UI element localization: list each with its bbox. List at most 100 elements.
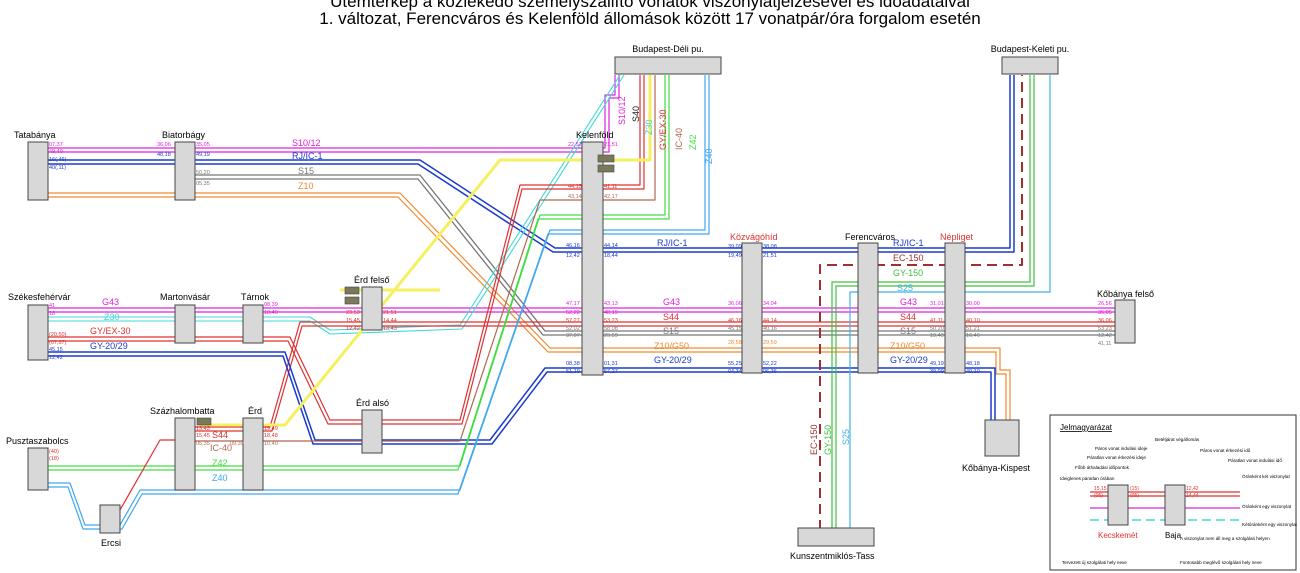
chip-1 [597,154,615,163]
station-box-biatorbagy[interactable] [174,141,196,201]
tracks [48,74,1120,530]
time-erdf-a: 23,53 [346,310,360,316]
time-szf-f: 12,42 [49,355,63,361]
station-box-kelenfold[interactable] [581,141,604,376]
time-koz-j: 40,16 [763,326,777,332]
station-box-szazhalombatta[interactable] [174,417,196,491]
time-kob-c: 36,06 [1098,318,1112,324]
time-kel-j: 18,44 [604,253,618,259]
label-ec150: EC-150 [893,253,924,263]
title-line-2: 1. változat, Ferencváros és Kelenföld ál… [319,9,981,28]
time-bia-b: 35,05 [196,142,210,148]
station-name-keleti: Budapest-Keleti pu. [991,44,1070,54]
chip-3 [344,286,360,295]
legend-l11: A viszonylat nem áll meg a szolgálati he… [1180,536,1270,541]
time-kel-v: 01,31 [604,361,618,367]
time-kel-n: 48,19 [604,310,618,316]
legend-times: 15,15 (15) (05) (05) 12,42 14,44 [1094,486,1199,499]
time-erd-a: 19,49 [264,426,278,432]
station-box-kobanya-felso[interactable] [1114,299,1136,344]
time-koz-f: 34,04 [763,301,777,307]
legend-l8: Óránként két viszonylat [1242,473,1290,479]
label-s10-12: S10/12 [292,138,321,148]
time-kel-o: 57,27 [566,318,580,324]
station-box-ferencvaros[interactable] [857,242,879,374]
time-szh-b: 15,45 [196,433,210,439]
station-box-szekesfehervar[interactable] [27,304,49,361]
chip-4 [344,296,360,305]
label-s25: S25 [897,283,913,293]
time-kel-t: 29,59 [604,333,618,339]
legend-t1: 15,15 [1094,486,1107,492]
time-kel-a: 22,52 [568,142,582,148]
time-szf-a: 41 [49,303,55,309]
time-erdf-e: 12,42 [346,326,360,332]
label-gy-20-29: GY-20/29 [90,341,128,351]
time-kel-b: 21,51 [604,142,618,148]
time-koz-m: 55,25 [728,361,742,367]
label-g43-2: G43 [663,297,680,307]
time-szh-c: 05,35 [196,441,210,447]
chip-5 [196,417,212,426]
time-szf-c: (20,50) [49,332,67,338]
label-s15-2: S15 [663,326,679,336]
track-ec150 [819,75,1023,530]
station-box-erd[interactable] [242,417,264,491]
station-box-deli[interactable] [614,56,722,75]
label-z10: Z10 [298,181,314,191]
time-tata-b: 49,49 [49,149,63,155]
time-kel-i: 12,42 [566,253,580,259]
label-rj-ic1-3: RJ/IC-1 [893,238,924,248]
station-box-nepliget[interactable] [944,242,966,374]
time-nep-g: 19,49 [930,333,944,339]
time-kob-b: 35,05 [1098,310,1112,316]
legend-notes: Páros vonat indulási ideje Páratlan vona… [1060,437,1298,565]
station-box-martonvasar[interactable] [174,304,196,344]
station-name-tarnok: Tárnok [241,292,270,302]
station-box-kunszentmiklos[interactable] [797,527,875,547]
time-koz-i: 45,15 [728,326,742,332]
station-box-kozvagohid[interactable] [741,242,763,374]
time-koz-l: 29,59 [763,340,777,346]
station-box-erd-also[interactable] [361,409,383,454]
time-koz-b: 38,08 [763,244,777,250]
time-tar-a: 08,39 [264,302,278,308]
time-kel-s: 37,07 [566,333,580,339]
station-box-keleti[interactable] [1001,56,1059,75]
track-gy-ex30 [48,75,641,421]
station-box-tarnok[interactable] [242,304,264,344]
legend-t3: (05) [1094,493,1103,499]
vlabel-ec150: EC-150 [809,424,819,455]
vlabel-z40: Z40 [704,148,714,164]
station-box-pusztaszabolcs[interactable] [27,447,49,491]
station-box-ercsi[interactable] [99,504,121,534]
time-kel-h: 44,14 [604,243,618,249]
legend-station-box-1 [1107,484,1129,526]
vlabel-z30: Z30 [644,119,654,135]
time-erdf-d: 14,44 [383,318,397,324]
station-box-erd-felso[interactable] [361,286,383,331]
station-box-kobanya-kispest[interactable] [984,419,1020,457]
track-z10-b [48,196,1007,420]
time-nep-c: 41,11 [930,318,943,324]
vlabel-s25: S25 [841,429,851,445]
station-box-tatabanya[interactable] [27,141,49,201]
label-z10-g50-2: Z10/G50 [890,341,925,351]
time-kel-u: 08,38 [566,361,580,367]
label-gy150: GY-150 [893,268,923,278]
legend-l13: Tervezett új szolgálati hely neve [1062,560,1127,565]
time-nep-d: 40,10 [966,318,980,324]
chip-2 [597,164,615,173]
legend-t5: 12,42 [1186,486,1199,492]
label-gy-20-29-2: GY-20/29 [654,355,692,365]
station-name-kobanya-kispest: Kőbánya-Kispest [962,463,1031,473]
time-bia-a: 36,06 [157,142,171,148]
station-name-kelenfold: Kelenföld [576,130,614,140]
line-labels: S10/12 RJ/IC-1 S15 Z10 RJ/IC-1 RJ/IC-1 E… [90,138,928,483]
time-pusz-a: (40) [49,449,59,455]
time-szh-a: 13,43 [196,426,210,432]
time-erdf-f: 13,43 [383,326,397,332]
track-z42 [48,75,666,467]
time-nep-k: 39,09 [930,369,944,375]
track-gy-20-29-b [48,355,992,445]
